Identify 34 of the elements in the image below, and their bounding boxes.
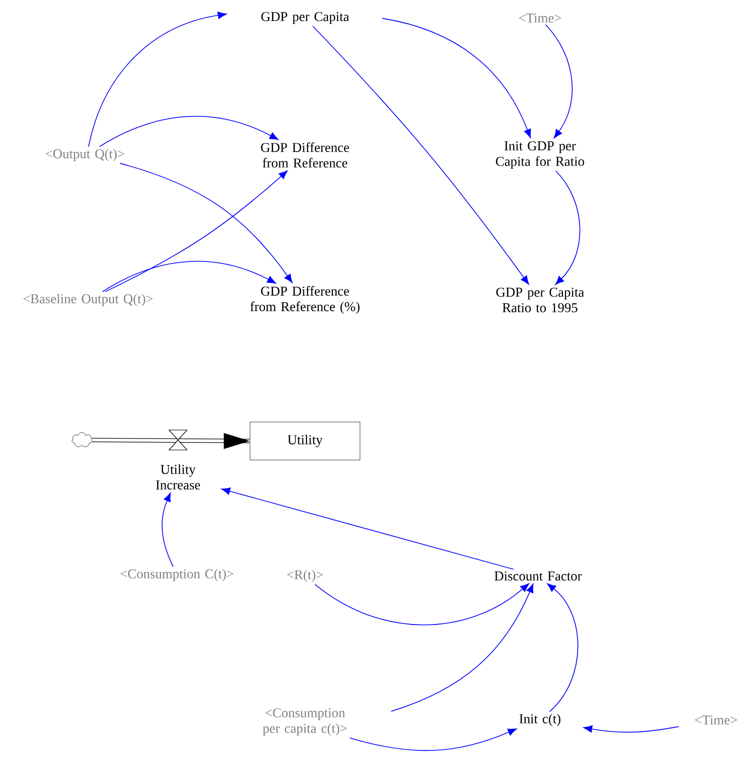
- arrow: [545, 24, 573, 138]
- variable-label: <Consumption C(t)>: [120, 568, 234, 582]
- arrow: [162, 492, 174, 568]
- variable-label: <Baseline Output Q(t)>: [23, 294, 153, 306]
- arrow: [390, 584, 534, 712]
- arrow: [104, 170, 288, 292]
- arrow: [314, 583, 530, 626]
- arrow: [349, 728, 517, 751]
- flow-pipe: [92, 438, 250, 444]
- variable-label: GDP per Capita: [261, 12, 350, 24]
- variable-label: <Time>: [519, 13, 561, 23]
- variable-label: GDP Difference from Reference: [261, 142, 350, 168]
- cloud-symbol: [72, 432, 92, 448]
- arrow: [555, 170, 580, 285]
- arrow: [120, 162, 293, 283]
- variable-label: Init GDP per Capita for Ratio: [496, 141, 584, 169]
- arrow: [99, 116, 278, 148]
- variable-label: <Output Q(t)>: [46, 148, 124, 162]
- arrow: [547, 583, 578, 712]
- arrow: [102, 260, 276, 292]
- variable-label: Init c(t): [520, 714, 560, 726]
- stock-box: Utility: [250, 422, 360, 460]
- arrow: [312, 26, 530, 285]
- arrow: [382, 18, 531, 138]
- variable-label: <R(t)>: [287, 570, 323, 582]
- variable-label: GDP per Capita Ratio to 1995: [496, 288, 584, 312]
- arrow: [583, 725, 680, 733]
- arrow: [88, 12, 227, 148]
- variable-label: GDP Difference from Reference (%): [250, 286, 360, 314]
- variable-label: Utility Increase: [156, 464, 200, 490]
- variable-label: <Consumption per capita c(t)>: [262, 708, 347, 736]
- variable-label: <Time>: [695, 715, 737, 725]
- variable-label: Discount Factor: [494, 571, 582, 581]
- arrow: [221, 488, 514, 570]
